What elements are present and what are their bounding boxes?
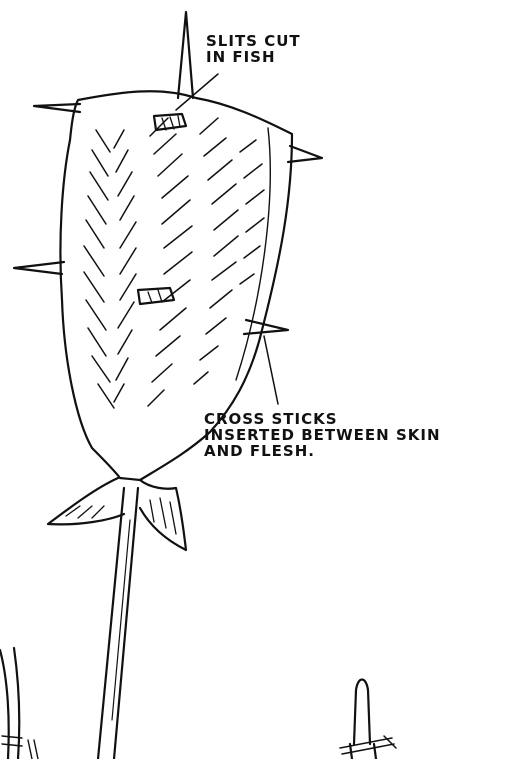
cross-stick-upper-left [34,104,80,112]
cross-stick-lower-left [14,262,64,274]
leader-slits [176,74,218,110]
fish-hatching [84,118,264,408]
stake-fragment-left [0,648,38,759]
stake-right [340,680,396,759]
stake-top [178,12,193,98]
cross-stick-upper-right [288,146,322,162]
leader-cross-sticks [264,336,278,404]
label-slits-cut-in-fish: SLITS CUT IN FISH [206,34,301,66]
label-cross-sticks: CROSS STICKS INSERTED BETWEEN SKIN AND F… [204,412,441,459]
stake-main [98,488,138,759]
fish-tail [48,478,186,550]
